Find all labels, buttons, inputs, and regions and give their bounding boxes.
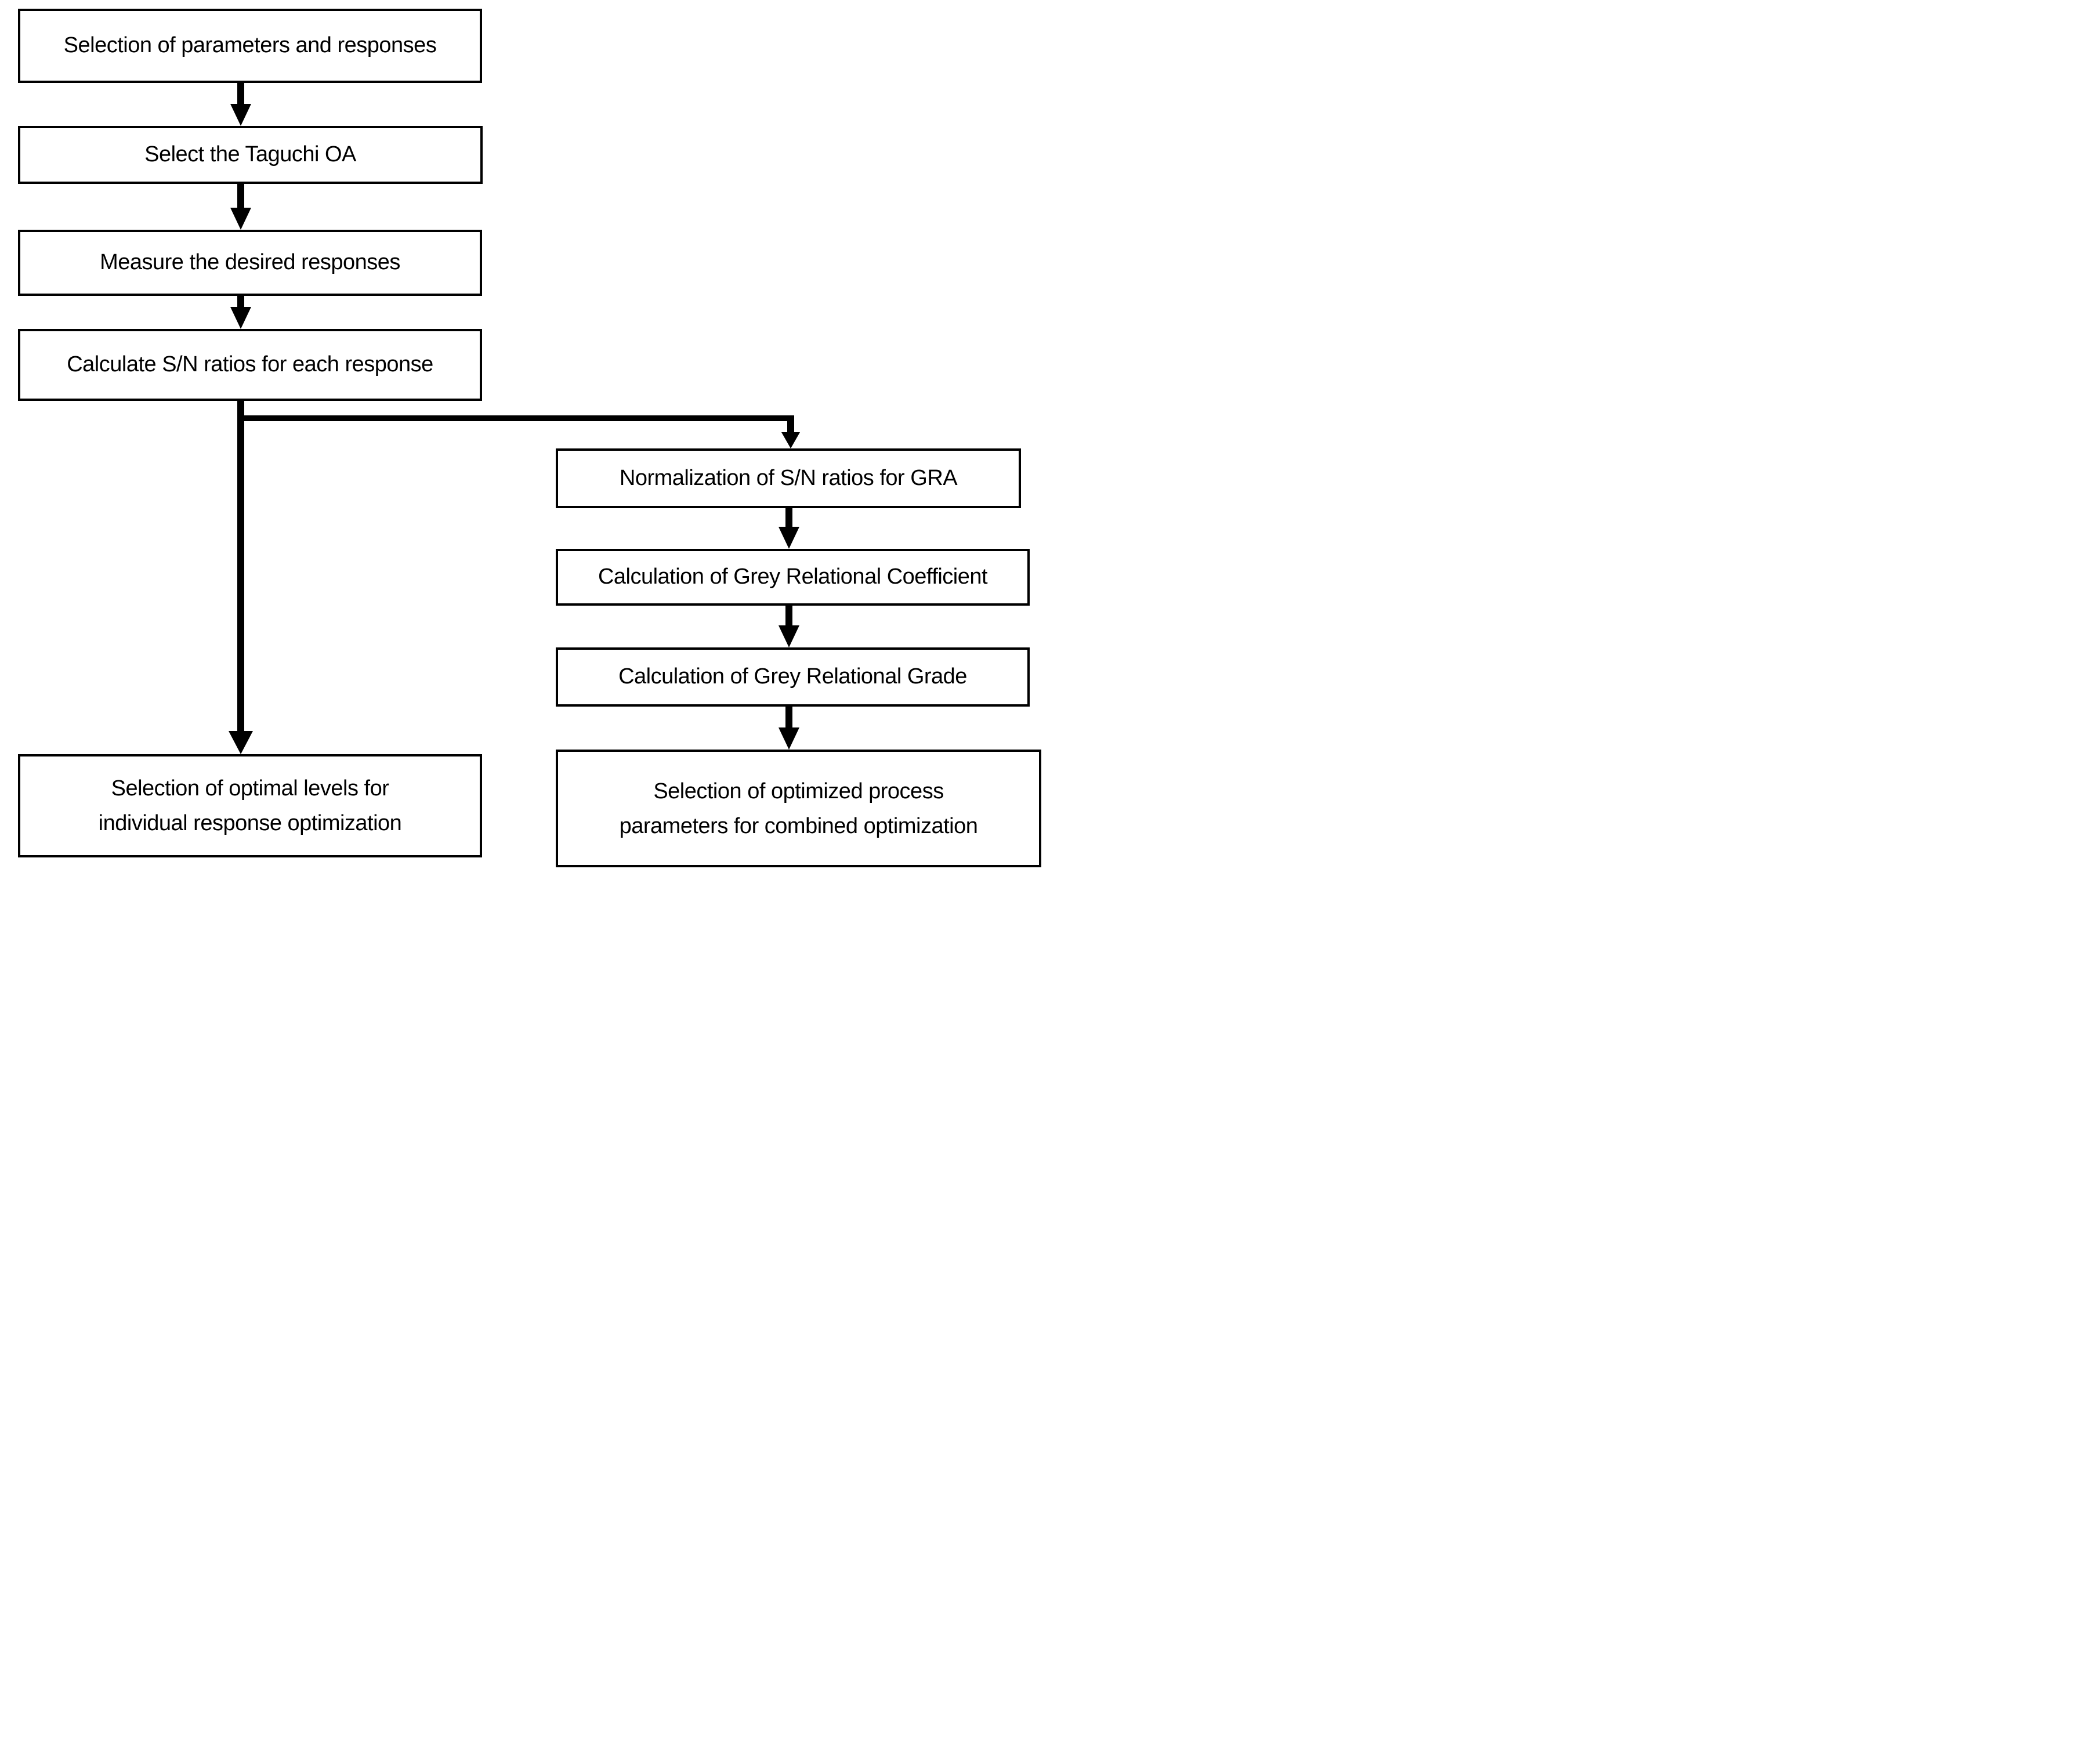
flow-node-label-line2: individual response optimization <box>98 811 402 835</box>
flow-node-selection-of-parameters-and-responses: Selection of parameters and responses <box>18 9 482 83</box>
arrow-measure-to-calculate-head-icon <box>230 307 251 329</box>
arrow-params-to-taguchi-shaft <box>237 83 244 104</box>
arrow-taguchi-to-measure-shaft <box>237 184 244 208</box>
arrow-taguchi-to-measure-head-icon <box>230 208 251 230</box>
flow-node-label: Normalization of S/N ratios for GRA <box>619 465 958 490</box>
arrow-grg-to-optimized-head-icon <box>779 727 799 750</box>
flow-node-grey-relational-coefficient: Calculation of Grey Relational Coefficie… <box>556 549 1030 606</box>
flowchart-canvas: Selection of parameters and responses Se… <box>0 0 1050 876</box>
flow-node-label: Calculation of Grey Relational Grade <box>618 664 967 689</box>
flow-node-label: Selection of parameters and responses <box>63 33 437 58</box>
flow-node-measure-desired-responses: Measure the desired responses <box>18 230 482 296</box>
flow-node-calculate-sn-ratios: Calculate S/N ratios for each response <box>18 329 482 401</box>
connector-branch-horizontal <box>237 415 794 421</box>
flow-node-label: Calculate S/N ratios for each response <box>67 352 433 377</box>
connector-branch-vertical-stub <box>787 421 794 432</box>
flow-node-label-line1: Selection of optimal levels for <box>111 776 389 801</box>
arrow-measure-to-calculate-shaft <box>237 296 244 307</box>
arrow-params-to-taguchi-head-icon <box>230 104 251 126</box>
arrow-normalization-to-grc-shaft <box>785 508 792 527</box>
arrow-grc-to-grg-shaft <box>785 606 792 625</box>
flow-node-label: Select the Taguchi OA <box>144 142 356 167</box>
flow-node-label: Measure the desired responses <box>100 250 400 275</box>
flow-node-label-line2: parameters for combined optimization <box>619 813 978 838</box>
arrow-grg-to-optimized-shaft <box>785 707 792 727</box>
flow-node-label-line1: Selection of optimized process <box>653 779 944 803</box>
flow-node-label: Calculation of Grey Relational Coefficie… <box>598 564 988 589</box>
arrow-trunk-to-optimal-head-icon <box>229 731 253 754</box>
flow-node-optimized-parameters-combined: Selection of optimized process parameter… <box>556 750 1041 867</box>
arrow-normalization-to-grc-head-icon <box>779 527 799 549</box>
flow-node-optimal-levels-individual: Selection of optimal levels for individu… <box>18 754 482 857</box>
flow-node-select-the-taguchi-oa: Select the Taguchi OA <box>18 126 483 184</box>
flow-node-grey-relational-grade: Calculation of Grey Relational Grade <box>556 647 1030 707</box>
arrow-grc-to-grg-head-icon <box>779 625 799 647</box>
connector-trunk-vertical <box>237 401 244 731</box>
flow-node-normalization-sn-ratios-gra: Normalization of S/N ratios for GRA <box>556 448 1021 508</box>
arrow-branch-to-normalization-head-icon <box>781 432 800 448</box>
